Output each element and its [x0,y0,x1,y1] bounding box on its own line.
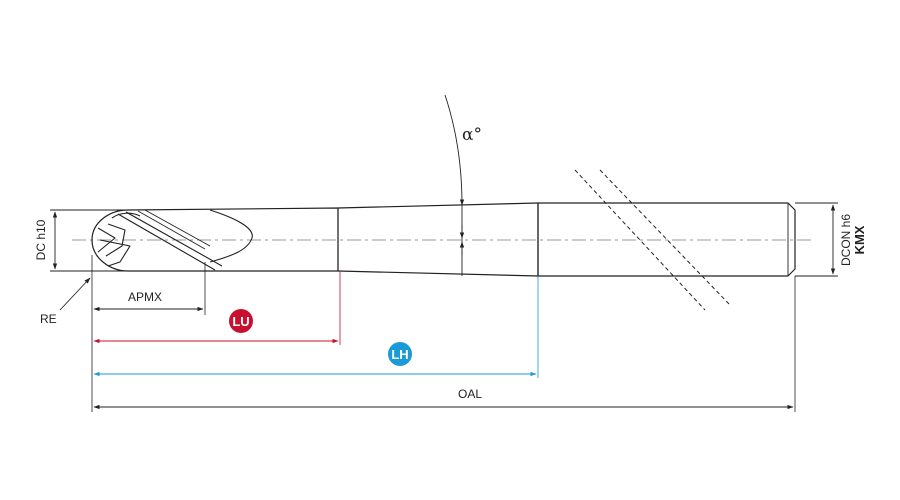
neck [337,202,539,277]
alpha-label: α° [462,125,482,145]
svg-text:LU: LU [232,314,249,329]
angle-indicator [444,94,465,276]
re-label: RE [40,312,57,326]
apmx-label: APMX [128,290,162,304]
lh-badge: LH [388,342,412,366]
re-leader [59,277,91,311]
break-lines [574,169,731,311]
dc-dimension [50,209,128,272]
dcon-dimension [795,202,838,277]
dc-label: DC h10 [34,219,48,260]
extension-lines [91,255,796,412]
lu-badge: LU [229,309,253,333]
kmx-label: KMX [852,225,867,254]
flutes [97,209,253,271]
dcon-label: DCON h6 [839,214,853,266]
oal-label: OAL [458,387,482,401]
svg-text:LH: LH [391,347,408,362]
shank [537,202,796,277]
